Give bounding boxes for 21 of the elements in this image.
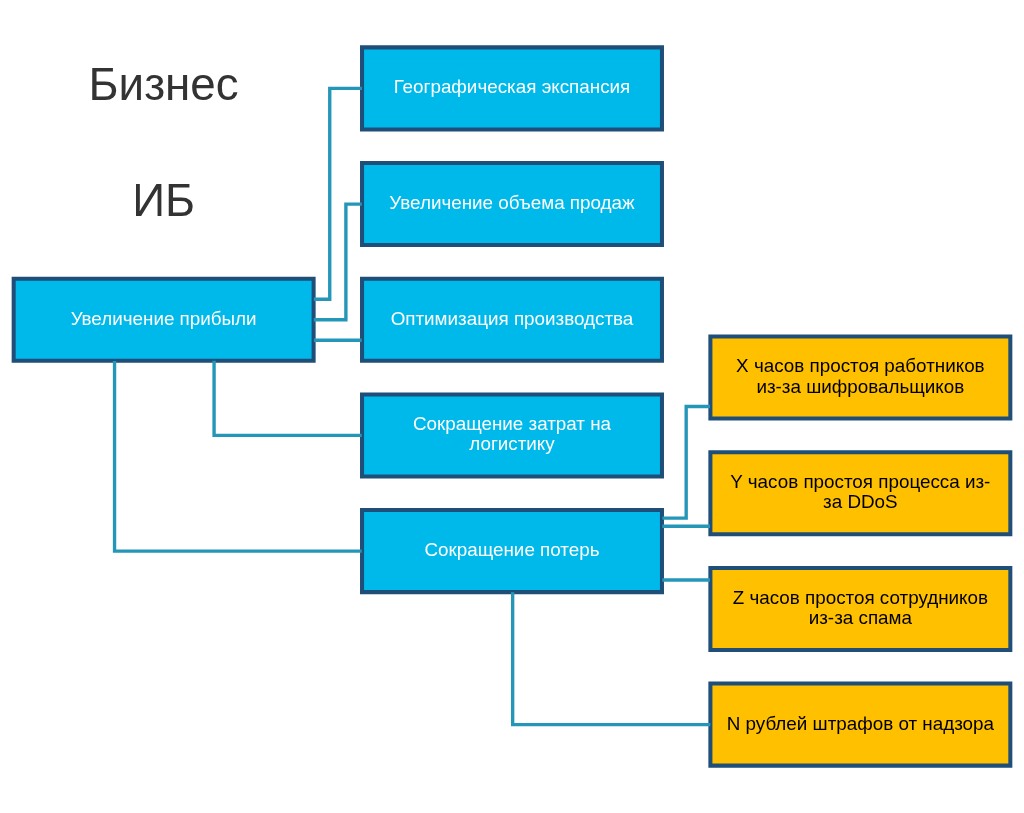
node-box: Сокращение потерь <box>360 508 664 595</box>
node-box: Сокращение затрат на логистику <box>360 392 664 479</box>
node-box: X часов простоя работников из-за шифровальщиков <box>708 334 1013 421</box>
connector <box>212 360 362 438</box>
connector <box>313 338 362 342</box>
node-box: Y часов простоя процесса из-за DDoS <box>708 450 1013 537</box>
connector <box>511 592 711 727</box>
connector <box>662 524 711 528</box>
node-box: N рублей штрафов от надзора <box>708 681 1013 768</box>
node-box: Z часов простоя сотрудников из-за спама <box>708 565 1013 652</box>
connector <box>313 86 362 301</box>
connector <box>662 404 711 520</box>
node-box: Увеличение объема продаж <box>360 161 664 248</box>
node-box: Географическая экспансия <box>360 45 664 132</box>
label: ИБ <box>132 174 196 226</box>
connector <box>313 202 362 322</box>
node-box: Оптимизация производства <box>360 276 664 363</box>
node-box: Увеличение прибыли <box>11 276 316 363</box>
connector <box>662 578 711 582</box>
connector <box>112 361 362 553</box>
label: Бизнес <box>88 59 239 111</box>
